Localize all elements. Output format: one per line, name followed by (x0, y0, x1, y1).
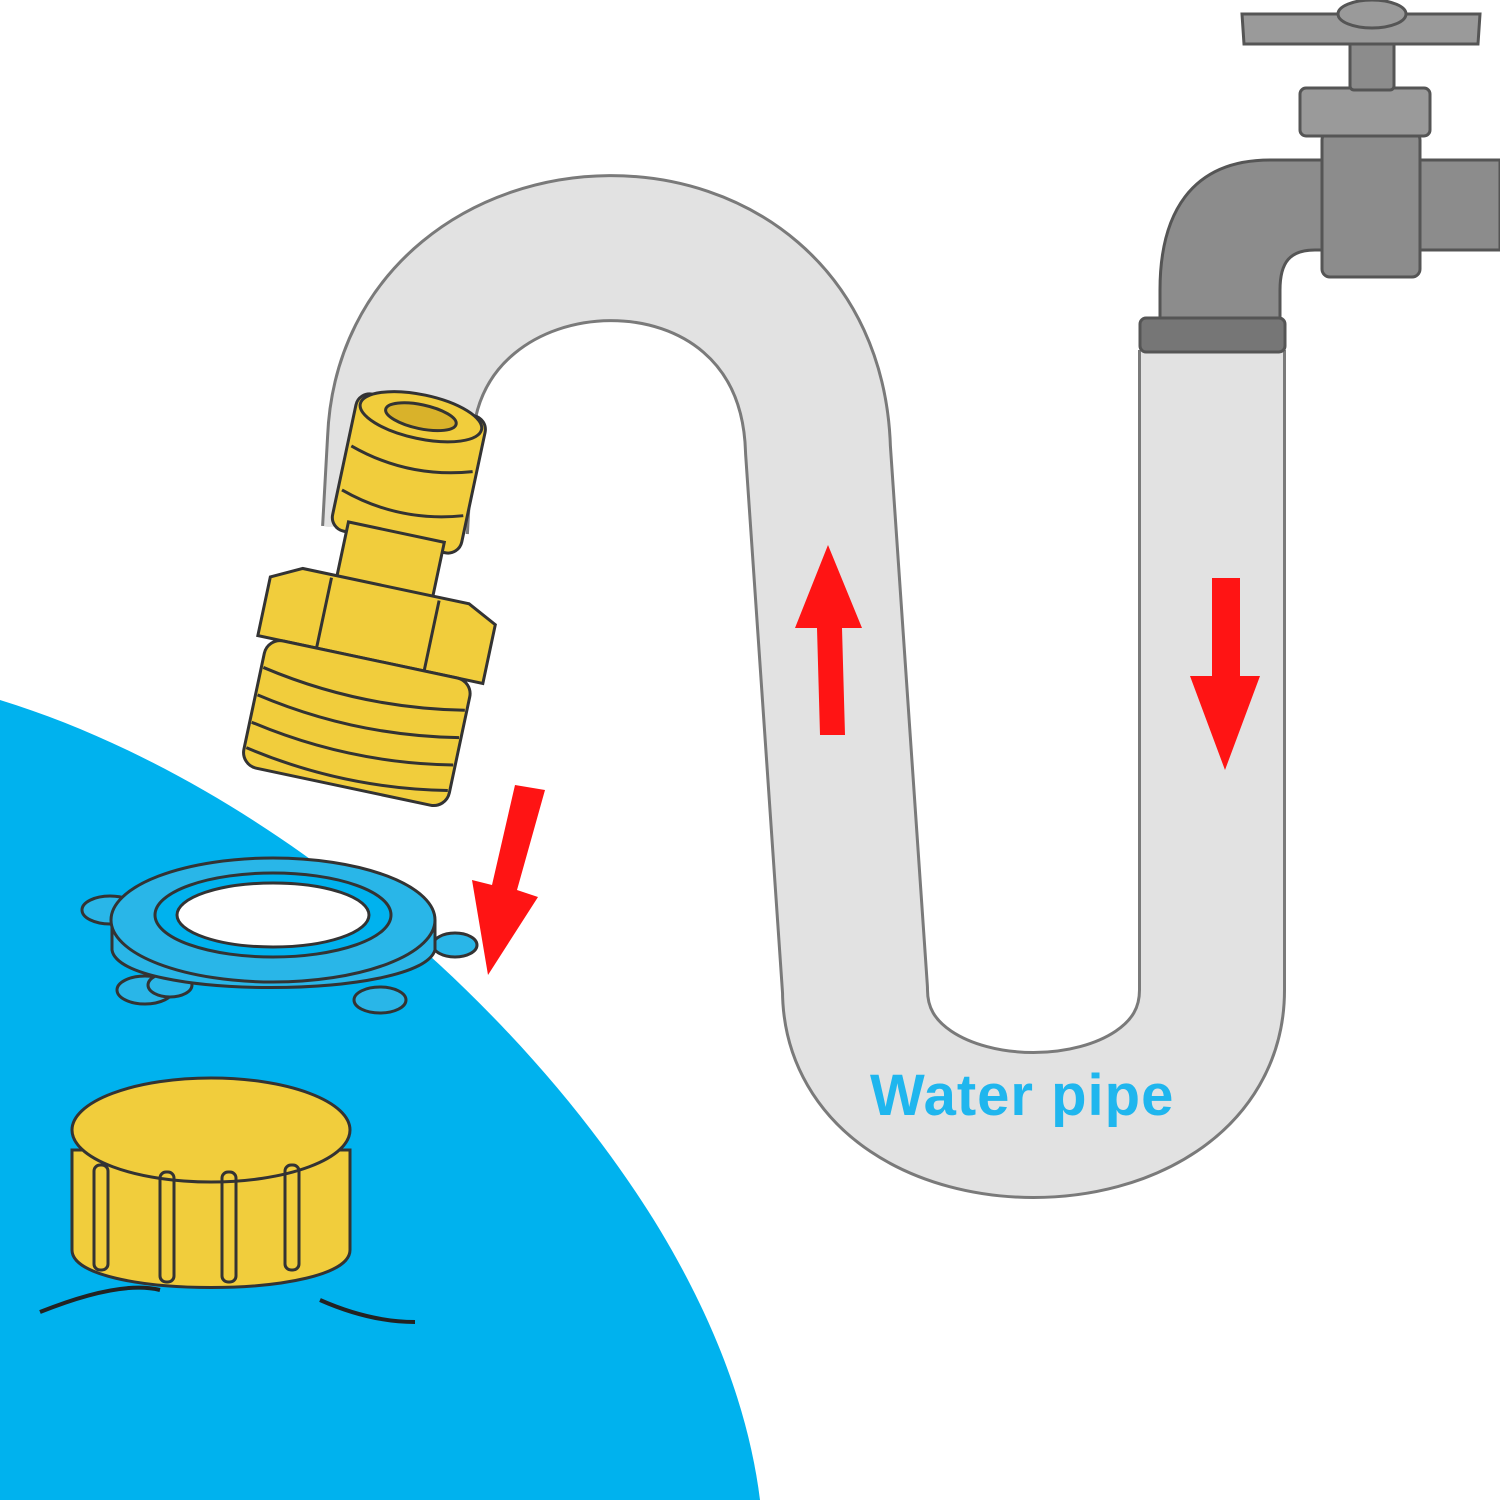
gasket-ring-icon (80, 856, 479, 1015)
tank-cap-icon (39, 1076, 416, 1324)
brass-connector-icon (242, 390, 497, 808)
faucet-icon (1138, 0, 1500, 354)
flow-arrow-down (1190, 578, 1260, 770)
water-pipe (321, 174, 1286, 1199)
flow-arrow-up (795, 545, 862, 735)
water-pipe-label: Water pipe (870, 1063, 1175, 1128)
flow-arrow-diagonal (472, 785, 545, 975)
